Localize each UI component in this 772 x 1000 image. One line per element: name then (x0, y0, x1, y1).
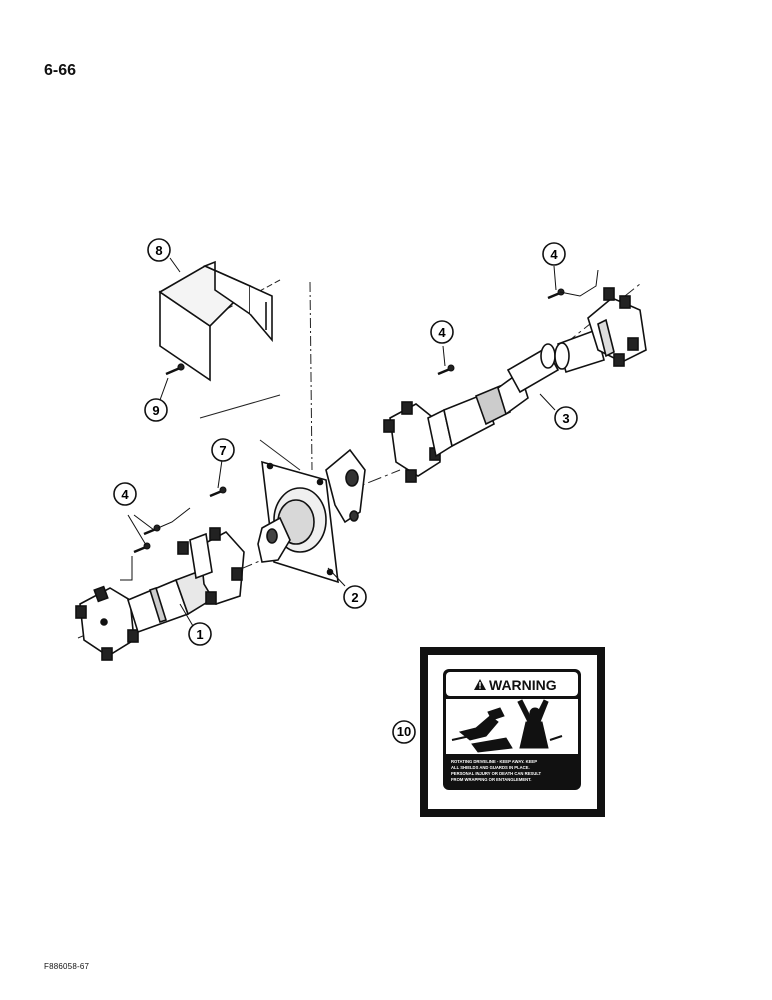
callout-2: 2 (343, 585, 367, 609)
callout-7: 7 (211, 438, 235, 462)
callout-4-front: 4 (113, 482, 137, 506)
svg-text:8: 8 (155, 243, 162, 258)
rear-driveshaft (383, 287, 647, 483)
entanglement-pictogram-icon (451, 699, 563, 753)
leader-lines (159, 257, 556, 627)
warning-decal: WARNING ROTATING DRIVELINE - KEEP AWAY. … (420, 647, 605, 817)
callout-1: 1 (188, 622, 212, 646)
bolts-4-other (437, 265, 599, 376)
page-number: 6-66 (44, 62, 77, 79)
svg-text:7: 7 (219, 443, 226, 458)
screw-9 (165, 363, 185, 376)
svg-text:4: 4 (121, 487, 129, 502)
callout-10: 10 (392, 720, 416, 744)
svg-text:2: 2 (351, 590, 358, 605)
callout-8: 8 (147, 238, 171, 262)
svg-text:ALL SHIELDS AND GUARDS IN PLAC: ALL SHIELDS AND GUARDS IN PLACE. (451, 765, 530, 770)
bolts-4-front (120, 507, 191, 581)
warning-triangle-icon (474, 679, 486, 690)
svg-text:ROTATING DRIVELINE - KEEP AWAY: ROTATING DRIVELINE - KEEP AWAY. KEEP (451, 759, 537, 764)
bolt-7 (209, 459, 227, 498)
svg-text:FROM WRAPPING OR ENTANGLEMENT.: FROM WRAPPING OR ENTANGLEMENT. (451, 777, 531, 782)
bearing-plate-assembly (257, 448, 366, 584)
svg-text:PERSONAL INJURY OR DEATH CAN R: PERSONAL INJURY OR DEATH CAN RESULT (451, 771, 541, 776)
callout-9: 9 (144, 398, 168, 422)
warning-title: WARNING (489, 677, 557, 693)
front-driveshaft (75, 527, 245, 661)
svg-text:1: 1 (196, 627, 203, 642)
svg-text:9: 9 (152, 403, 159, 418)
callout-4-rear: 4 (542, 242, 566, 266)
svg-text:4: 4 (550, 247, 558, 262)
figure-id: F886058-67 (44, 962, 90, 971)
svg-text:4: 4 (438, 325, 446, 340)
callout-3: 3 (554, 406, 578, 430)
callout-4-middle: 4 (430, 320, 454, 344)
driveline-shield (158, 260, 273, 382)
svg-text:10: 10 (397, 724, 411, 739)
warning-text: ROTATING DRIVELINE - KEEP AWAY. KEEP ALL… (451, 759, 541, 782)
svg-text:3: 3 (562, 411, 569, 426)
